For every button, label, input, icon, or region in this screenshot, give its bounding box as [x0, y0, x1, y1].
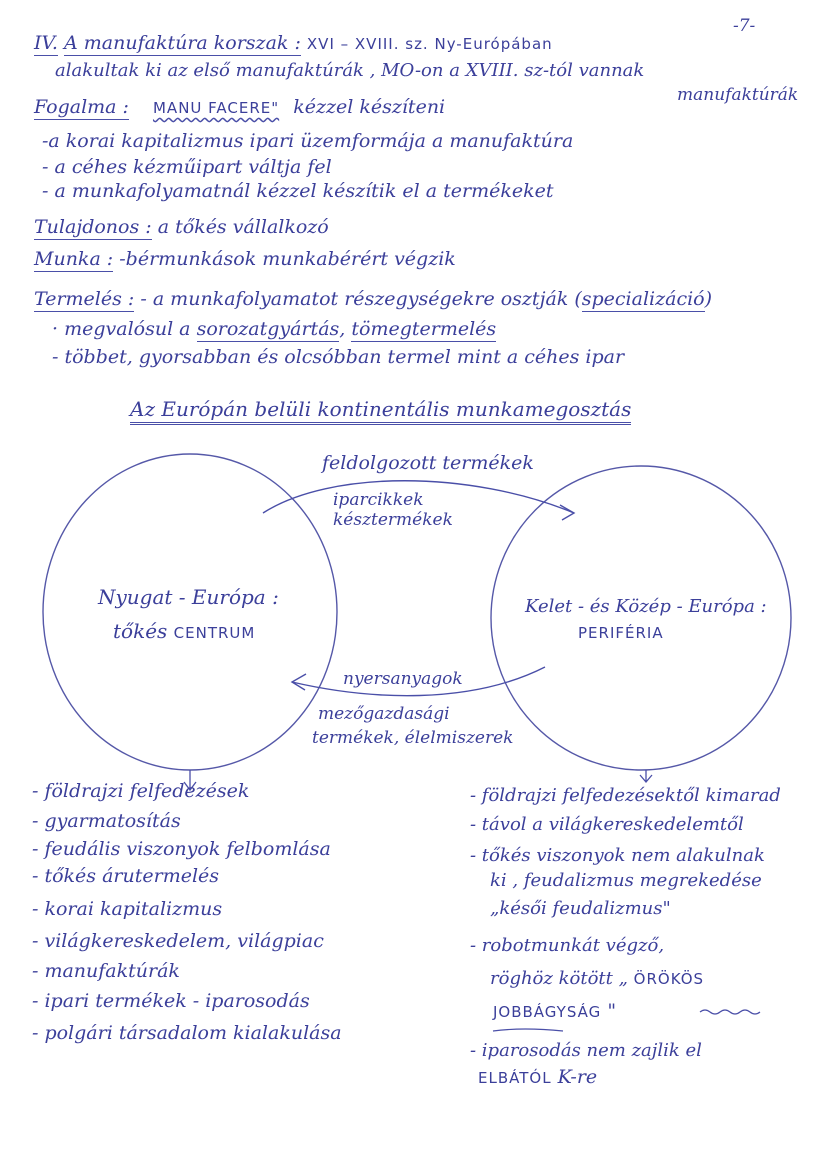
section-line2-tail: manufaktúrák [677, 85, 799, 105]
left-circle-line2: tőkés CENTRUM [113, 620, 255, 644]
top-arrow-sub2: késztermékek [333, 510, 453, 530]
termeles-label: Termelés : [34, 288, 135, 312]
roghoz-text: röghöz kötött „ [490, 968, 628, 989]
right-list-item: - iparosodás nem zajlik el [470, 1040, 702, 1061]
left-list-item: - korai kapitalizmus [32, 898, 223, 920]
tulajdonos-row: Tulajdonos : a tőkés vállalkozó [34, 216, 329, 240]
left-list-item: - gyarmatosítás [32, 810, 181, 832]
right-list-item-roghoz: röghöz kötött „ ÖRÖKÖS [490, 968, 704, 990]
jobbagysag-caps: JOBBÁGYSÁG [493, 1003, 602, 1021]
munka-text: -bérmunkások munkabérért végzik [119, 248, 456, 270]
bottom-arrow-sub1: mezőgazdasági [318, 704, 450, 724]
left-list-item: - világkereskedelem, világpiac [32, 930, 324, 952]
right-list-item: ki , feudalizmus megrekedése [490, 870, 762, 891]
section-line2: alakultak ki az első manufaktúrák , MO-o… [55, 60, 645, 81]
tulajdonos-text: a tőkés vállalkozó [157, 216, 329, 238]
fogalma-label: Fogalma : [34, 96, 129, 120]
left-list-item: - tőkés árutermelés [32, 865, 220, 887]
section-header: IV. A manufaktúra korszak : XVI – XVIII.… [34, 32, 553, 56]
right-list-item: - távol a világkereskedelemtől [470, 814, 744, 835]
bottom-arrow-sub2: termékek, élelmiszerek [312, 728, 514, 748]
munka-label: Munka : [34, 248, 114, 272]
section-title: A manufaktúra korszak : [64, 32, 301, 56]
top-arrow-label: feldolgozott termékek [322, 452, 534, 474]
right-circle [490, 465, 792, 771]
page-number: -7- [733, 16, 756, 36]
termeles-paren: ) [704, 288, 713, 310]
right-list-elbatol: ELBÁTÓL K-re [478, 1066, 597, 1089]
right-circle-periferia: PERIFÉRIA [578, 624, 664, 642]
right-list-item: - tőkés viszonyok nem alakulnak [470, 845, 765, 866]
diagram-title: Az Európán belüli kontinentális munkameg… [130, 398, 632, 425]
termeles-line3: - többet, gyorsabban és olcsóbban termel… [52, 346, 625, 368]
left-list-item: - földrajzi felfedezések [32, 780, 250, 802]
right-list-item: - robotmunkát végző, [470, 935, 665, 956]
termeles-tomegtermeles: tömegtermelés [351, 318, 497, 342]
left-circle-centrum: CENTRUM [173, 624, 256, 642]
bottom-arrow-label: nyersanyagok [343, 669, 463, 689]
section-title-rest: XVI – XVIII. sz. Ny-Európában [306, 35, 553, 53]
left-circle [42, 453, 338, 771]
termeles-row: Termelés : - a munkafolyamatot részegysé… [34, 288, 713, 312]
termeles-line2-pre: · megvalósul a [52, 318, 191, 340]
elbatol-caps: ELBÁTÓL [478, 1069, 552, 1087]
right-list-item: - földrajzi felfedezésektől kimarad [470, 785, 781, 806]
left-list-item: - polgári társadalom kialakulása [32, 1022, 342, 1044]
right-circle-line1: Kelet - és Közép - Európa : [525, 596, 767, 617]
termeles-line1: - a munkafolyamatot részegységekre osztj… [140, 288, 582, 310]
fogalma-bullet: - a munkafolyamatnál kézzel készítik el … [42, 180, 554, 202]
termeles-specializacio: specializáció [581, 288, 705, 312]
left-list-item: - feudális viszonyok felbomlása [32, 838, 331, 860]
termeles-sorozatgyartas: sorozatgyártás [196, 318, 340, 342]
left-circle-line1: Nyugat - Európa : [98, 585, 279, 609]
munka-row: Munka : -bérmunkások munkabérért végzik [34, 248, 456, 272]
tulajdonos-label: Tulajdonos : [34, 216, 152, 240]
orokos-caps: ÖRÖKÖS [633, 970, 705, 988]
fogalma-bullet: - a céhes kézműipart váltja fel [42, 156, 332, 178]
left-list-item: - manufaktúrák [32, 960, 180, 982]
quote-close: " [607, 1000, 617, 1022]
termeles-line2: · megvalósul a sorozatgyártás, tömegterm… [52, 318, 497, 342]
fogalma-row: Fogalma : MANU FACERE" kézzel készíteni [34, 96, 446, 120]
top-arrow-sub1: iparcikkek [333, 490, 424, 510]
right-list-jobbagysag: JOBBÁGYSÁG " [493, 1000, 616, 1023]
right-list-item: „késői feudalizmus" [490, 898, 671, 919]
fogalma-term: MANU FACERE" [152, 99, 280, 117]
termeles-sep: , [339, 318, 346, 340]
elbatol-tail: K-re [557, 1066, 598, 1088]
left-circle-tokes: tőkés [113, 619, 168, 643]
fogalma-text: kézzel készíteni [293, 96, 446, 118]
fogalma-bullet: -a korai kapitalizmus ipari üzemformája … [42, 130, 574, 152]
left-list-item: - ipari termékek - iparosodás [32, 990, 310, 1012]
section-numeral: IV. [34, 32, 58, 56]
